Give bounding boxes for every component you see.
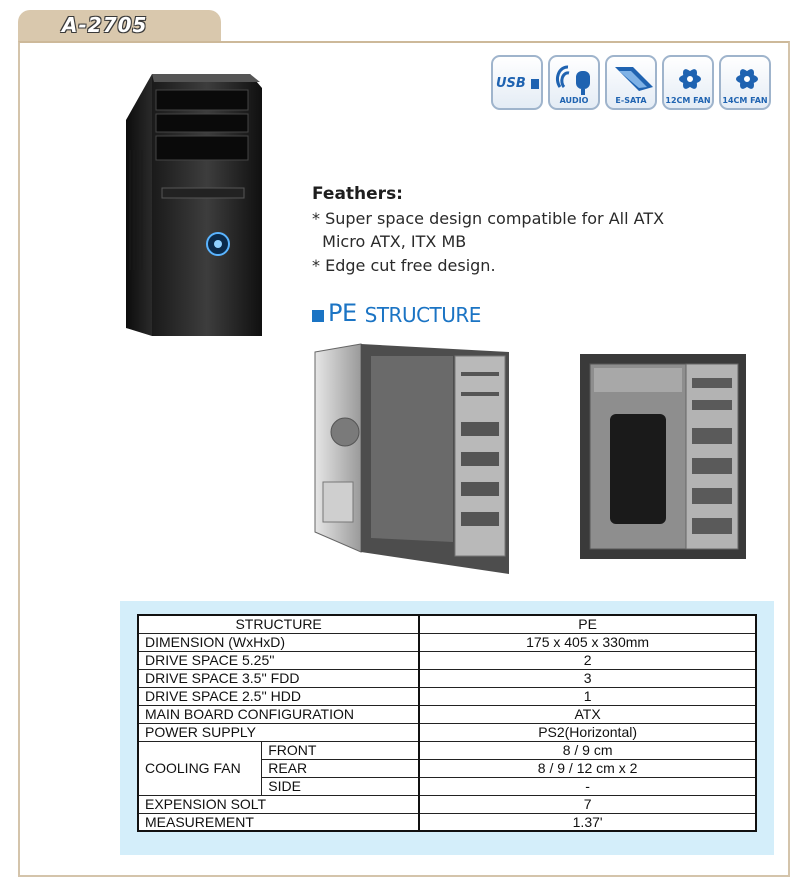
cooling-rear-label: REAR — [261, 758, 421, 778]
cooling-rear-value: 8 / 9 / 12 cm x 2 — [418, 758, 757, 778]
table-row: DRIVE SPACE 3.5'' FDD 3 — [137, 668, 757, 688]
cooling-front-value: 8 / 9 cm — [418, 740, 757, 760]
row-value: 1.37' — [418, 812, 757, 832]
fan-12cm-icon: 12CM FAN — [662, 55, 714, 110]
feature-icons: USB AUDIO E-SATA 12CM FAN — [491, 55, 775, 113]
row-label: DIMENSION (WxHxD) — [137, 632, 421, 652]
table-header-row: STRUCTURE PE — [137, 614, 757, 634]
row-value: 2 — [418, 650, 757, 670]
table-row: REAR 8 / 9 / 12 cm x 2 — [138, 758, 757, 778]
row-label: EXPENSION SOLT — [137, 794, 421, 814]
cooling-front-label: FRONT — [261, 740, 421, 760]
cooling-side-value: - — [418, 776, 757, 796]
row-label: MEASUREMENT — [137, 812, 421, 832]
audio-icon: AUDIO — [548, 55, 600, 110]
table-row: DRIVE SPACE 5.25'' 2 — [137, 650, 757, 670]
table-header-structure: STRUCTURE — [137, 614, 421, 634]
model-number: A-2705 — [62, 13, 148, 37]
feature-line: Micro ATX, ITX MB — [312, 232, 467, 251]
chassis-interior-image-open — [580, 354, 746, 559]
features-title: Feathers: — [312, 184, 403, 204]
table-row: MAIN BOARD CONFIGURATION ATX — [137, 704, 757, 724]
row-value: 175 x 405 x 330mm — [418, 632, 757, 652]
row-value: PS2(Horizontal) — [418, 722, 757, 742]
chassis-interior-image-side — [314, 343, 509, 574]
table-row: MEASUREMENT 1.37' — [137, 812, 757, 832]
table-row: POWER SUPPLY PS2(Horizontal) — [137, 722, 757, 742]
feature-line: * Edge cut free design. — [312, 256, 496, 275]
page-frame — [18, 41, 790, 877]
row-label: DRIVE SPACE 3.5'' FDD — [137, 668, 421, 688]
cooling-side-label: SIDE — [261, 776, 421, 796]
table-row: EXPENSION SOLT 7 — [137, 794, 757, 814]
fan-14cm-icon: 14CM FAN — [719, 55, 771, 110]
row-value: ATX — [418, 704, 757, 724]
structure-heading: PE STRUCTURE — [312, 299, 481, 327]
feature-line: * Super space design compatible for All … — [312, 209, 665, 228]
row-label: POWER SUPPLY — [137, 722, 421, 742]
table-header-pe: PE — [418, 614, 757, 634]
table-row: DRIVE SPACE 2.5'' HDD 1 — [137, 686, 757, 706]
row-value: 1 — [418, 686, 757, 706]
model-tab: A-2705 — [18, 10, 221, 42]
row-value: 3 — [418, 668, 757, 688]
usb-icon: USB — [491, 55, 543, 110]
structure-heading-pe: PE — [328, 299, 357, 327]
table-row: DIMENSION (WxHxD) 175 x 405 x 330mm — [137, 632, 757, 652]
bullet-square-icon — [312, 310, 324, 322]
esata-icon: E-SATA — [605, 55, 657, 110]
row-label: DRIVE SPACE 2.5'' HDD — [137, 686, 421, 706]
row-value: 7 — [418, 794, 757, 814]
row-label: DRIVE SPACE 5.25'' — [137, 650, 421, 670]
product-tower-image — [126, 74, 262, 336]
table-row: COOLING FAN FRONT 8 / 9 cm — [137, 740, 757, 796]
row-label: MAIN BOARD CONFIGURATION — [137, 704, 421, 724]
spec-table: STRUCTURE PE DIMENSION (WxHxD) 175 x 405… — [137, 614, 757, 832]
cooling-fan-label: COOLING FAN — [137, 740, 263, 796]
structure-heading-word: STRUCTURE — [364, 303, 482, 327]
